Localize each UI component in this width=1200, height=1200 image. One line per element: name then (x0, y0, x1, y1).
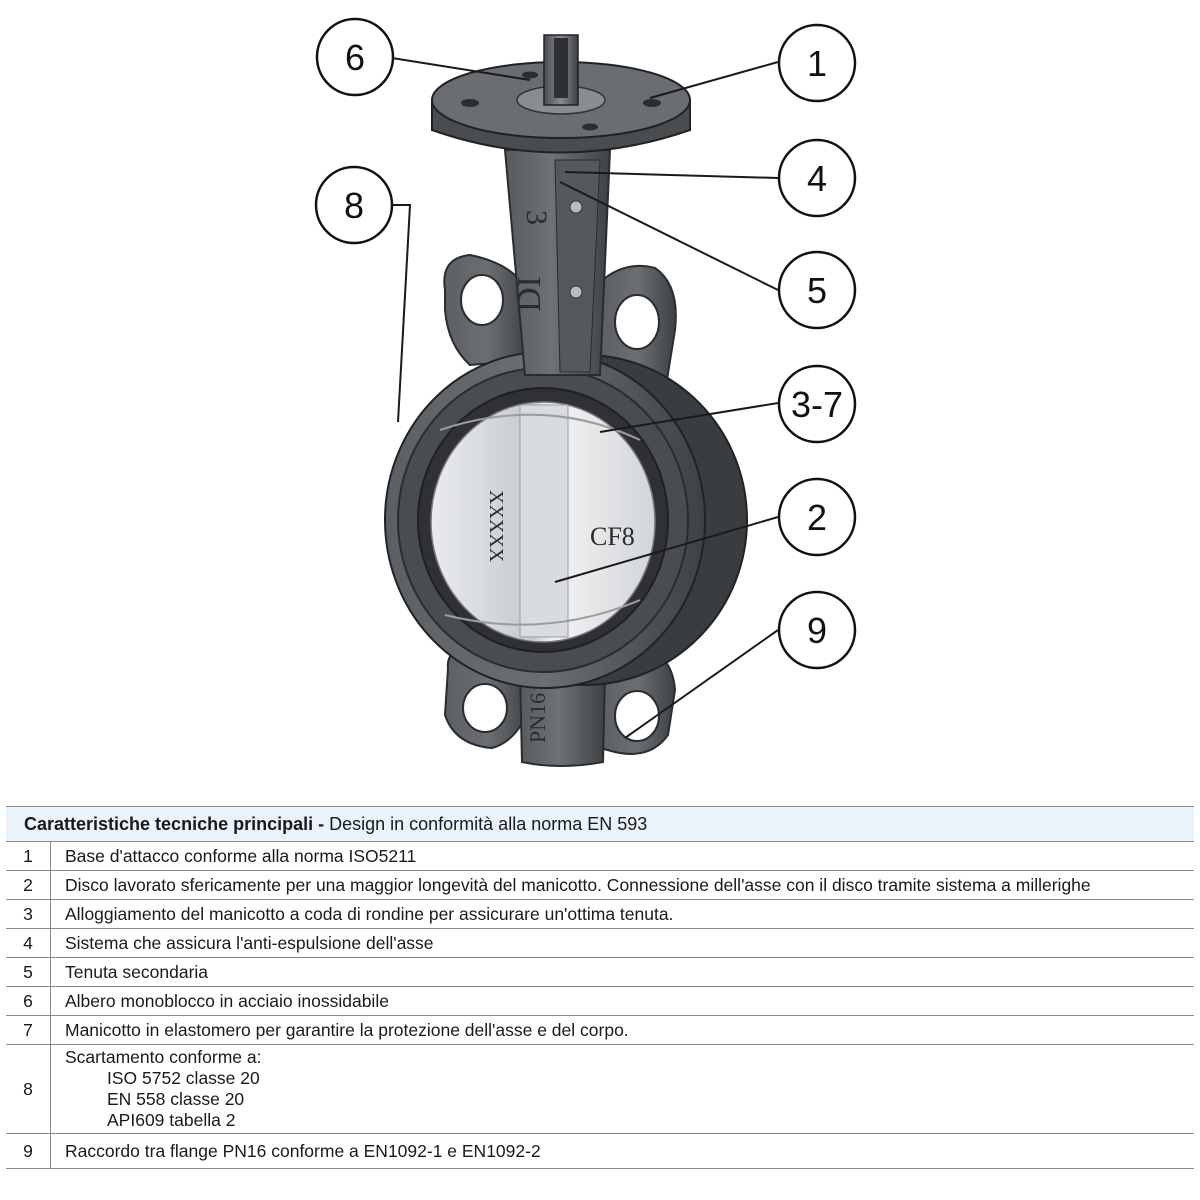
valve-disc (430, 401, 656, 643)
top-lugs (443, 253, 677, 394)
row-description: Manicotto in elastomero per garantire la… (50, 1015, 1194, 1045)
svg-text:2: 2 (807, 497, 827, 538)
row-number: 1 (6, 841, 51, 871)
table-row: 9 Raccordo tra flange PN16 conforme a EN… (6, 1133, 1194, 1169)
neck-material-marking: DI (511, 276, 548, 312)
row-description: Tenuta secondaria (50, 957, 1194, 987)
callout-4: 4 (777, 138, 857, 218)
callout-9: 9 (777, 590, 857, 670)
table-row: 3 Alloggiamento del manicotto a coda di … (6, 899, 1194, 929)
disc-code-marking: XXXXX (485, 490, 507, 563)
spec-table: Caratteristiche tecniche principali - De… (6, 806, 1194, 1169)
row-number: 8 (6, 1044, 51, 1134)
svg-text:5: 5 (807, 270, 827, 311)
row-description: Alloggiamento del manicotto a coda di ro… (50, 899, 1194, 929)
table-row: 7 Manicotto in elastomero per garantire … (6, 1015, 1194, 1045)
row-description: Raccordo tra flange PN16 conforme a EN10… (50, 1133, 1194, 1169)
row-description-multiline: Scartamento conforme a: ISO 5752 classe … (50, 1044, 1194, 1134)
row-number: 5 (6, 957, 51, 987)
butterfly-valve-diagram: 3 DI XXXXX CF8 PN16 6 1 4 8 5 3-7 2 (314, 17, 857, 767)
row-number: 2 (6, 870, 51, 900)
row-description: Sistema che assicura l'anti-espulsione d… (50, 928, 1194, 958)
spec-table-title-rest: Design in conformità alla norma EN 593 (329, 813, 648, 834)
callout-3-7: 3-7 (777, 364, 857, 444)
pressure-marking: PN16 (525, 693, 550, 743)
callout-8: 8 (314, 165, 394, 245)
callout-6: 6 (315, 17, 395, 97)
table-row: 6 Albero monoblocco in acciaio inossidab… (6, 986, 1194, 1016)
standard-item: ISO 5752 classe 20 (107, 1068, 260, 1088)
row-description: Disco lavorato sfericamente per una magg… (50, 870, 1194, 900)
row-number: 7 (6, 1015, 51, 1045)
row-number: 4 (6, 928, 51, 958)
standard-item: API609 tabella 2 (107, 1110, 236, 1130)
svg-text:1: 1 (807, 43, 827, 84)
table-row: 2 Disco lavorato sfericamente per una ma… (6, 870, 1194, 900)
row-description: Albero monoblocco in acciaio inossidabil… (50, 986, 1194, 1016)
row-number: 9 (6, 1133, 51, 1169)
table-row: 4 Sistema che assicura l'anti-espulsione… (6, 928, 1194, 958)
standard-item: EN 558 classe 20 (107, 1089, 245, 1109)
row-description: Base d'attacco conforme alla norma ISO52… (50, 841, 1194, 871)
table-row: 1 Base d'attacco conforme alla norma ISO… (6, 841, 1194, 871)
callout-1: 1 (777, 23, 857, 103)
row-description: Scartamento conforme a: (65, 1047, 262, 1067)
table-row: 8 Scartamento conforme a: ISO 5752 class… (6, 1044, 1194, 1134)
svg-text:6: 6 (345, 37, 365, 78)
svg-text:9: 9 (807, 610, 827, 651)
svg-text:4: 4 (807, 158, 827, 199)
svg-text:3-7: 3-7 (791, 384, 843, 425)
spec-table-title-bold: Caratteristiche tecniche principali - (24, 813, 325, 834)
stem-shaft (543, 34, 579, 106)
row-number: 6 (6, 986, 51, 1016)
valve-neck (503, 149, 612, 376)
disc-material-marking: CF8 (590, 522, 635, 551)
callout-2: 2 (777, 477, 857, 557)
leader-lines (391, 57, 779, 739)
spec-table-title: Caratteristiche tecniche principali - De… (6, 806, 1194, 842)
svg-text:8: 8 (344, 185, 364, 226)
callout-5: 5 (777, 250, 857, 330)
table-row: 5 Tenuta secondaria (6, 957, 1194, 987)
neck-number-marking: 3 (520, 210, 553, 225)
row-number: 3 (6, 899, 51, 929)
spec-table-header: Caratteristiche tecniche principali - De… (6, 806, 1194, 842)
